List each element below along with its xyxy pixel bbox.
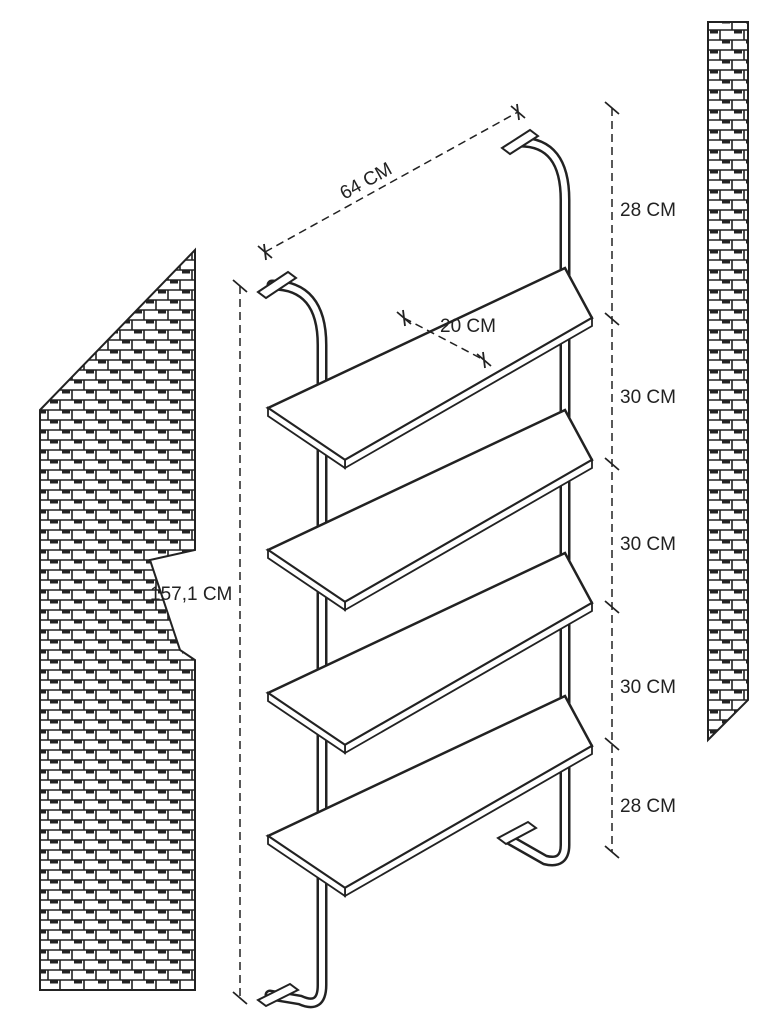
bottom-left-bracket (256, 982, 300, 1008)
top-gap-label: 28 CM (620, 200, 676, 221)
top-right-bracket (500, 128, 540, 156)
height-dimension-line (232, 279, 248, 1005)
top-left-bracket (256, 270, 298, 300)
right-brick-wall (707, 21, 749, 743)
depth-label: 20 CM (440, 316, 496, 337)
height-label: 157,1 CM (150, 584, 232, 605)
width-dimension-line (257, 103, 526, 261)
gap-3-label: 30 CM (620, 677, 676, 698)
bottom-gap-label: 28 CM (620, 796, 676, 817)
depth-dimension-line (396, 309, 492, 369)
width-label: 64 CM (337, 159, 396, 205)
bottom-right-bracket (496, 820, 538, 846)
left-rail (264, 279, 328, 1009)
gap-2-label: 30 CM (620, 534, 676, 555)
gap-1-label: 30 CM (620, 387, 676, 408)
right-dimension-line (604, 101, 620, 859)
left-brick-wall (39, 247, 196, 991)
shelf-2 (265, 408, 594, 612)
shelf-4 (265, 694, 594, 898)
right-rail (504, 136, 571, 867)
shelf-1 (265, 266, 594, 470)
shelf-3 (265, 551, 594, 755)
